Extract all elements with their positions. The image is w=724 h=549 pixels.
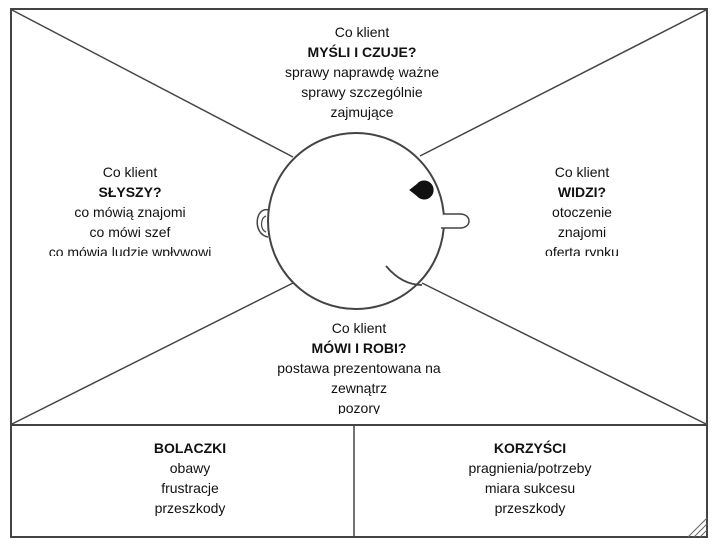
diagonal-top-left [11,9,294,158]
hears-zone: Co klient SŁYSZY? co mówią znajomi co mó… [20,162,240,256]
sees-line-3: oferta rynku [545,244,619,256]
pains-line-1: obawy [169,460,211,476]
lower-frame [10,424,708,538]
thinks-feels-zone: Co klient MYŚLI I CZUJE? sprawy naprawdę… [240,22,484,124]
diagonal-bottom-right [421,282,707,425]
gains-zone: KORZYŚCI pragnienia/potrzeby miara sukce… [380,438,680,518]
says-heading: MÓWI I ROBI? [311,340,407,356]
thinks-intro: Co klient [334,24,390,40]
thinks-line-1: sprawy naprawdę ważne [284,64,440,80]
left-ear-inner [260,215,267,233]
gains-line-2: miara sukcesu [484,480,576,496]
head-circle [267,132,445,310]
pains-zone: BOLACZKI obawy frustracje przeszkody [60,438,320,518]
says-line-2: zewnątrz [330,380,388,396]
pains-line-3: przeszkody [154,500,226,516]
diagonal-top-right [419,9,707,157]
eye-icon [409,180,434,200]
sees-zone: Co klient WIDZI? otoczenie znajomi ofert… [512,162,652,256]
sees-intro: Co klient [554,164,610,180]
diagonal-bottom-left [11,282,294,425]
says-line-1: postawa prezentowana na [277,360,441,376]
hears-line-2: co mówi szef [89,224,171,240]
says-does-zone: Co klient MÓWI I ROBI? postawa prezentow… [240,318,478,414]
pains-line-2: frustracje [161,480,219,496]
says-intro: Co klient [331,320,387,336]
sees-heading: WIDZI? [557,184,607,200]
sees-line-2: znajomi [557,224,607,240]
says-line-3: pozory [337,400,381,414]
hears-intro: Co klient [102,164,158,180]
thinks-heading: MYŚLI I CZUJE? [307,44,417,60]
hears-line-3: co mówią ludzie wpływowi [48,244,212,256]
pains-heading: BOLACZKI [153,440,227,456]
gains-heading: KORZYŚCI [493,440,567,456]
mouth-icon [385,265,423,286]
nose-icon [441,213,470,229]
hears-line-1: co mówią znajomi [74,204,186,220]
sees-line-1: otoczenie [552,204,612,220]
thinks-line-2: sprawy szczególnie [301,84,423,100]
left-ear-icon [256,209,270,238]
gains-line-3: przeszkody [494,500,566,516]
corner-fold-icon [687,517,708,538]
hears-heading: SŁYSZY? [98,184,162,200]
thinks-line-3: zajmujące [330,104,394,120]
gains-line-1: pragnienia/potrzeby [468,460,592,476]
